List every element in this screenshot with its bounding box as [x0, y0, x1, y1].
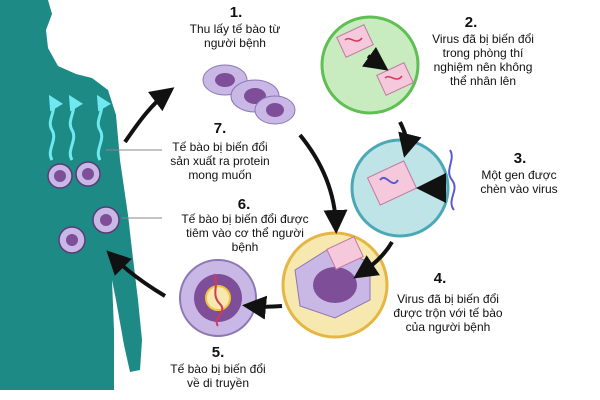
step-4-number: 4. — [433, 270, 447, 287]
step-6-number: 6. — [237, 196, 251, 213]
step-6-label: Tế bào bị biến đổi được tiêm vào cơ thể … — [181, 212, 309, 254]
step-7-label: Tế bào bị biến đổi sản xuất ra protein m… — [170, 140, 270, 182]
step-5-label: Tế bào bị biến đổi về di truyền — [170, 362, 266, 390]
step-4-label: Virus đã bị biến đổi được trộn với tế bà… — [393, 292, 503, 334]
process-arrows — [106, 87, 422, 320]
human-body-silhouette — [0, 0, 142, 390]
step-1-label: Thu lấy tế bào từ người bệnh — [189, 22, 281, 50]
step-2-label: Virus đã bị biến đổi trong phòng thí ngh… — [432, 32, 534, 88]
gene-insertion-circle — [350, 138, 456, 238]
step-7-number: 7. — [213, 120, 227, 137]
virus-lab-circle — [320, 15, 420, 115]
harvested-cells — [202, 64, 296, 125]
modified-cell — [179, 259, 257, 337]
step-5-number: 5. — [211, 344, 225, 361]
step-2-number: 2. — [464, 14, 478, 31]
step-3-label: Một gen được chèn vào virus — [480, 168, 558, 196]
step-3-number: 3. — [513, 150, 527, 167]
step-1-number: 1. — [229, 4, 243, 21]
body-cells — [47, 161, 120, 254]
protein-arrows — [48, 94, 112, 161]
